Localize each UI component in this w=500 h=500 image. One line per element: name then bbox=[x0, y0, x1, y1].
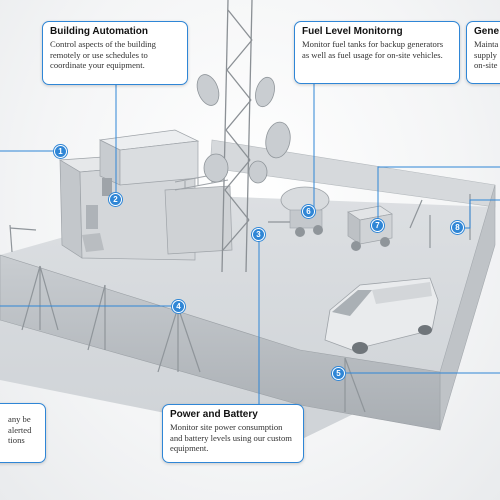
marker-6[interactable]: 6 bbox=[302, 205, 315, 218]
marker-7[interactable]: 7 bbox=[371, 219, 384, 232]
service-van bbox=[324, 277, 439, 354]
callout-description: Control aspects of the building remotely… bbox=[50, 39, 156, 71]
callout-description: any be alerted tions bbox=[8, 414, 32, 446]
marker-2[interactable]: 2 bbox=[109, 193, 122, 206]
front-fence bbox=[0, 254, 441, 431]
callout-title: Fuel Level Monitorng bbox=[302, 26, 403, 37]
callout-title: Power and Battery bbox=[170, 409, 258, 420]
antenna-dishes bbox=[196, 74, 291, 184]
marker-8[interactable]: 8 bbox=[451, 221, 464, 234]
marker-1[interactable]: 1 bbox=[54, 145, 67, 158]
callout-power-battery: Power and Battery Monitor site power con… bbox=[162, 404, 304, 463]
callout-generator: Gene Mainta supply on-site bbox=[466, 21, 500, 84]
callout-building-automation: Building Automation Control aspects of t… bbox=[42, 21, 188, 85]
marker-5[interactable]: 5 bbox=[332, 367, 345, 380]
light-pole bbox=[9, 224, 37, 253]
callout-security: any be alerted tions bbox=[0, 403, 46, 463]
callout-description: Monitor site power consumption and batte… bbox=[170, 422, 292, 454]
callout-fuel-level: Fuel Level Monitorng Monitor fuel tanks … bbox=[294, 21, 460, 84]
callout-title: Building Automation bbox=[50, 26, 148, 37]
marker-3[interactable]: 3 bbox=[252, 228, 265, 241]
cell-tower bbox=[221, 0, 253, 273]
callout-title: Gene bbox=[474, 26, 500, 37]
callout-description: Mainta supply on-site bbox=[474, 39, 499, 71]
callout-description: Monitor fuel tanks for backup generators… bbox=[302, 39, 444, 60]
marker-4[interactable]: 4 bbox=[172, 300, 185, 313]
equipment-building bbox=[58, 129, 233, 261]
fence-posts bbox=[21, 194, 471, 413]
